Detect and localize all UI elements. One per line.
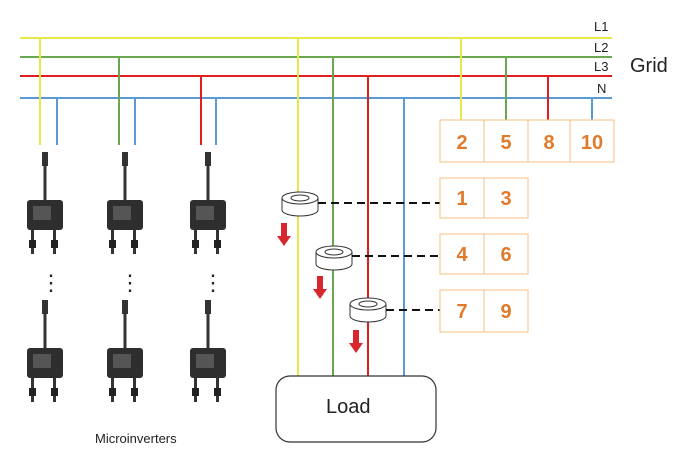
label-l3: L3: [594, 59, 608, 74]
microinverter-icon: [190, 300, 226, 402]
terminal-1: 1: [456, 188, 467, 210]
microinverter-icon: [107, 300, 143, 402]
label-l2: L2: [594, 40, 608, 55]
terminal-6: 6: [500, 244, 511, 266]
arrow-down-icon: [349, 330, 363, 353]
label-n: N: [597, 81, 606, 96]
ellipsis-2: ⋮: [119, 270, 141, 295]
terminal-10: 10: [581, 132, 603, 154]
microinverter-array: ⋮ ⋮ ⋮: [27, 152, 226, 402]
terminal-8: 8: [543, 132, 554, 154]
current-transformer-icon: [281, 191, 319, 217]
bus-lines: [20, 37, 612, 99]
current-transformer-icon: [349, 297, 387, 323]
label-l1: L1: [594, 19, 608, 34]
terminal-4: 4: [456, 244, 468, 266]
ct-terminal-block-1: 1 3: [439, 177, 529, 219]
terminal-9: 9: [500, 301, 511, 323]
microinverter-icon: [27, 300, 63, 402]
terminal-3: 3: [500, 188, 511, 210]
arrow-down-icon: [313, 276, 327, 299]
microinverter-icon: [27, 152, 63, 254]
ct-terminal-block-2: 4 6: [439, 233, 529, 275]
grid-terminal-drops: [460, 38, 593, 120]
ellipsis-1: ⋮: [40, 270, 62, 295]
arrow-down-icon: [277, 223, 291, 246]
microinverter-icon: [190, 152, 226, 254]
terminal-2: 2: [456, 132, 467, 154]
load-label: Load: [326, 396, 371, 418]
current-transformer-icon: [315, 245, 353, 271]
grid-label: Grid: [630, 55, 668, 77]
load-box: [275, 375, 437, 443]
terminal-5: 5: [500, 132, 511, 154]
ct-terminal-block-3: 7 9: [439, 289, 529, 333]
microinverter-icon: [107, 152, 143, 254]
grid-terminal-block: 2 5 8 10: [439, 119, 615, 163]
microinverter-drops: [39, 38, 217, 145]
terminal-7: 7: [456, 301, 467, 323]
ellipsis-3: ⋮: [202, 270, 224, 295]
microinverters-label: Microinverters: [95, 431, 177, 446]
